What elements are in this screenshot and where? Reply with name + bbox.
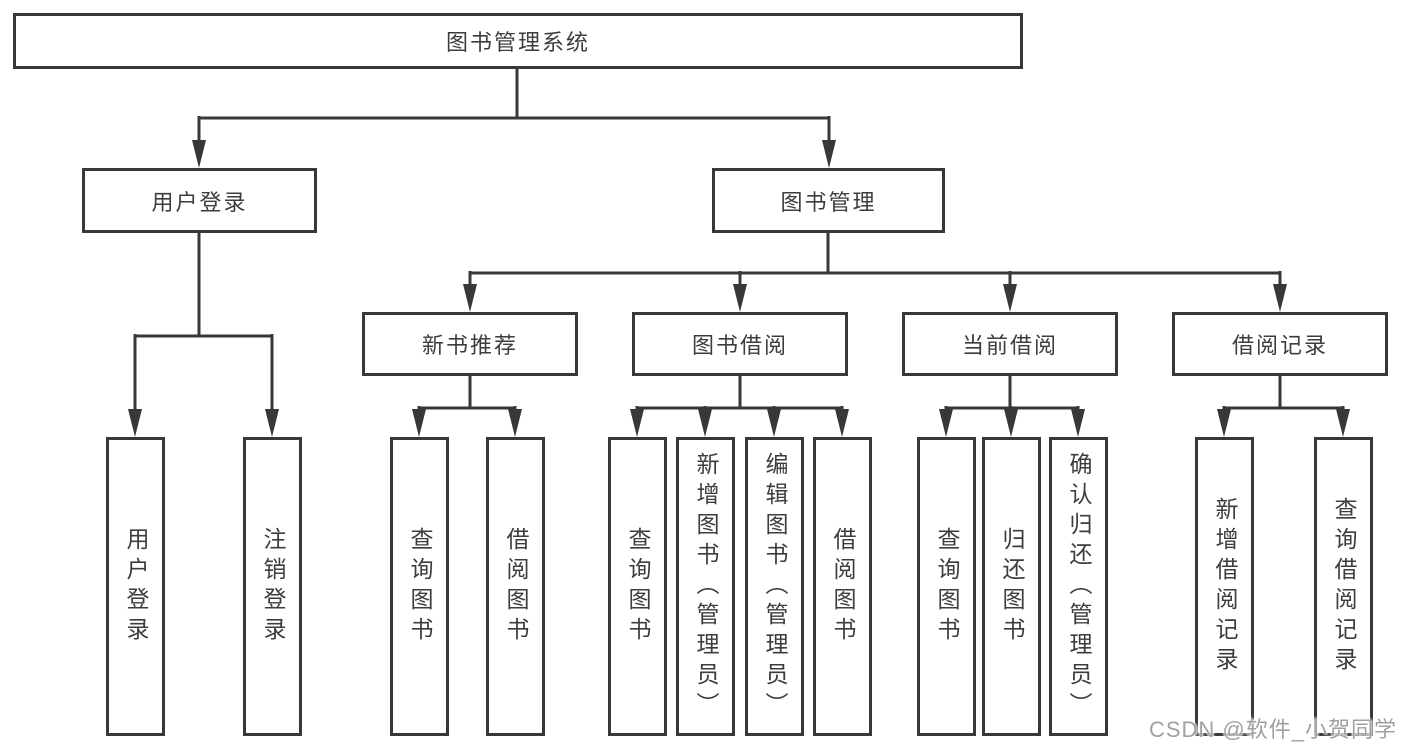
node-label: 图书管理 xyxy=(780,189,877,215)
node-label: 归还图书 xyxy=(999,526,1025,647)
leaf-logout: 注销登录 xyxy=(243,437,302,736)
node-label: 查询图书 xyxy=(625,526,651,647)
leaf-borrow-books: 借阅图书 xyxy=(813,437,872,736)
leaf-query-books-current: 查询图书 xyxy=(917,437,976,736)
node-label: 图书管理系统 xyxy=(445,30,590,55)
leaf-query-borrow-record: 查询借阅记录 xyxy=(1314,437,1373,736)
node-label: 查询借阅记录 xyxy=(1331,496,1357,677)
node-label: 注销登录 xyxy=(260,526,286,647)
node-library-system: 图书管理系统 xyxy=(13,13,1023,69)
node-current-borrowing: 当前借阅 xyxy=(902,312,1118,376)
leaf-add-book-admin: 新增图书（管理员） xyxy=(676,437,735,736)
node-label: 查询图书 xyxy=(934,526,960,647)
node-new-book-recommendation: 新书推荐 xyxy=(362,312,578,376)
node-label: 图书借阅 xyxy=(691,333,788,358)
node-label: 当前借阅 xyxy=(961,333,1058,358)
node-book-management: 图书管理 xyxy=(712,168,945,233)
node-borrowing-records: 借阅记录 xyxy=(1172,312,1388,376)
node-label: 确认归还（管理员） xyxy=(1066,451,1092,722)
watermark: CSDN @软件_小贺同学 xyxy=(1148,717,1397,742)
leaf-confirm-return-admin: 确认归还（管理员） xyxy=(1049,437,1108,736)
node-label: 编辑图书（管理员） xyxy=(762,451,788,722)
node-label: 借阅图书 xyxy=(830,526,856,647)
leaf-user-login: 用户登录 xyxy=(106,437,165,736)
leaf-return-books: 归还图书 xyxy=(982,437,1041,736)
node-label: 借阅图书 xyxy=(503,526,529,647)
node-label: 新书推荐 xyxy=(421,333,518,358)
node-label: 查询图书 xyxy=(407,526,433,647)
node-label: 借阅记录 xyxy=(1231,333,1328,358)
node-book-borrowing: 图书借阅 xyxy=(632,312,848,376)
leaf-edit-book-admin: 编辑图书（管理员） xyxy=(745,437,804,736)
node-label: 新增借阅记录 xyxy=(1212,496,1238,677)
leaf-borrow-books-recommend: 借阅图书 xyxy=(486,437,545,736)
leaf-query-books-recommend: 查询图书 xyxy=(390,437,449,736)
node-label: 新增图书（管理员） xyxy=(693,451,719,722)
node-label: 用户登录 xyxy=(151,189,248,215)
node-label: 用户登录 xyxy=(123,526,149,647)
node-user-login: 用户登录 xyxy=(82,168,317,233)
leaf-add-borrow-record: 新增借阅记录 xyxy=(1195,437,1254,736)
leaf-query-books-borrowing: 查询图书 xyxy=(608,437,667,736)
